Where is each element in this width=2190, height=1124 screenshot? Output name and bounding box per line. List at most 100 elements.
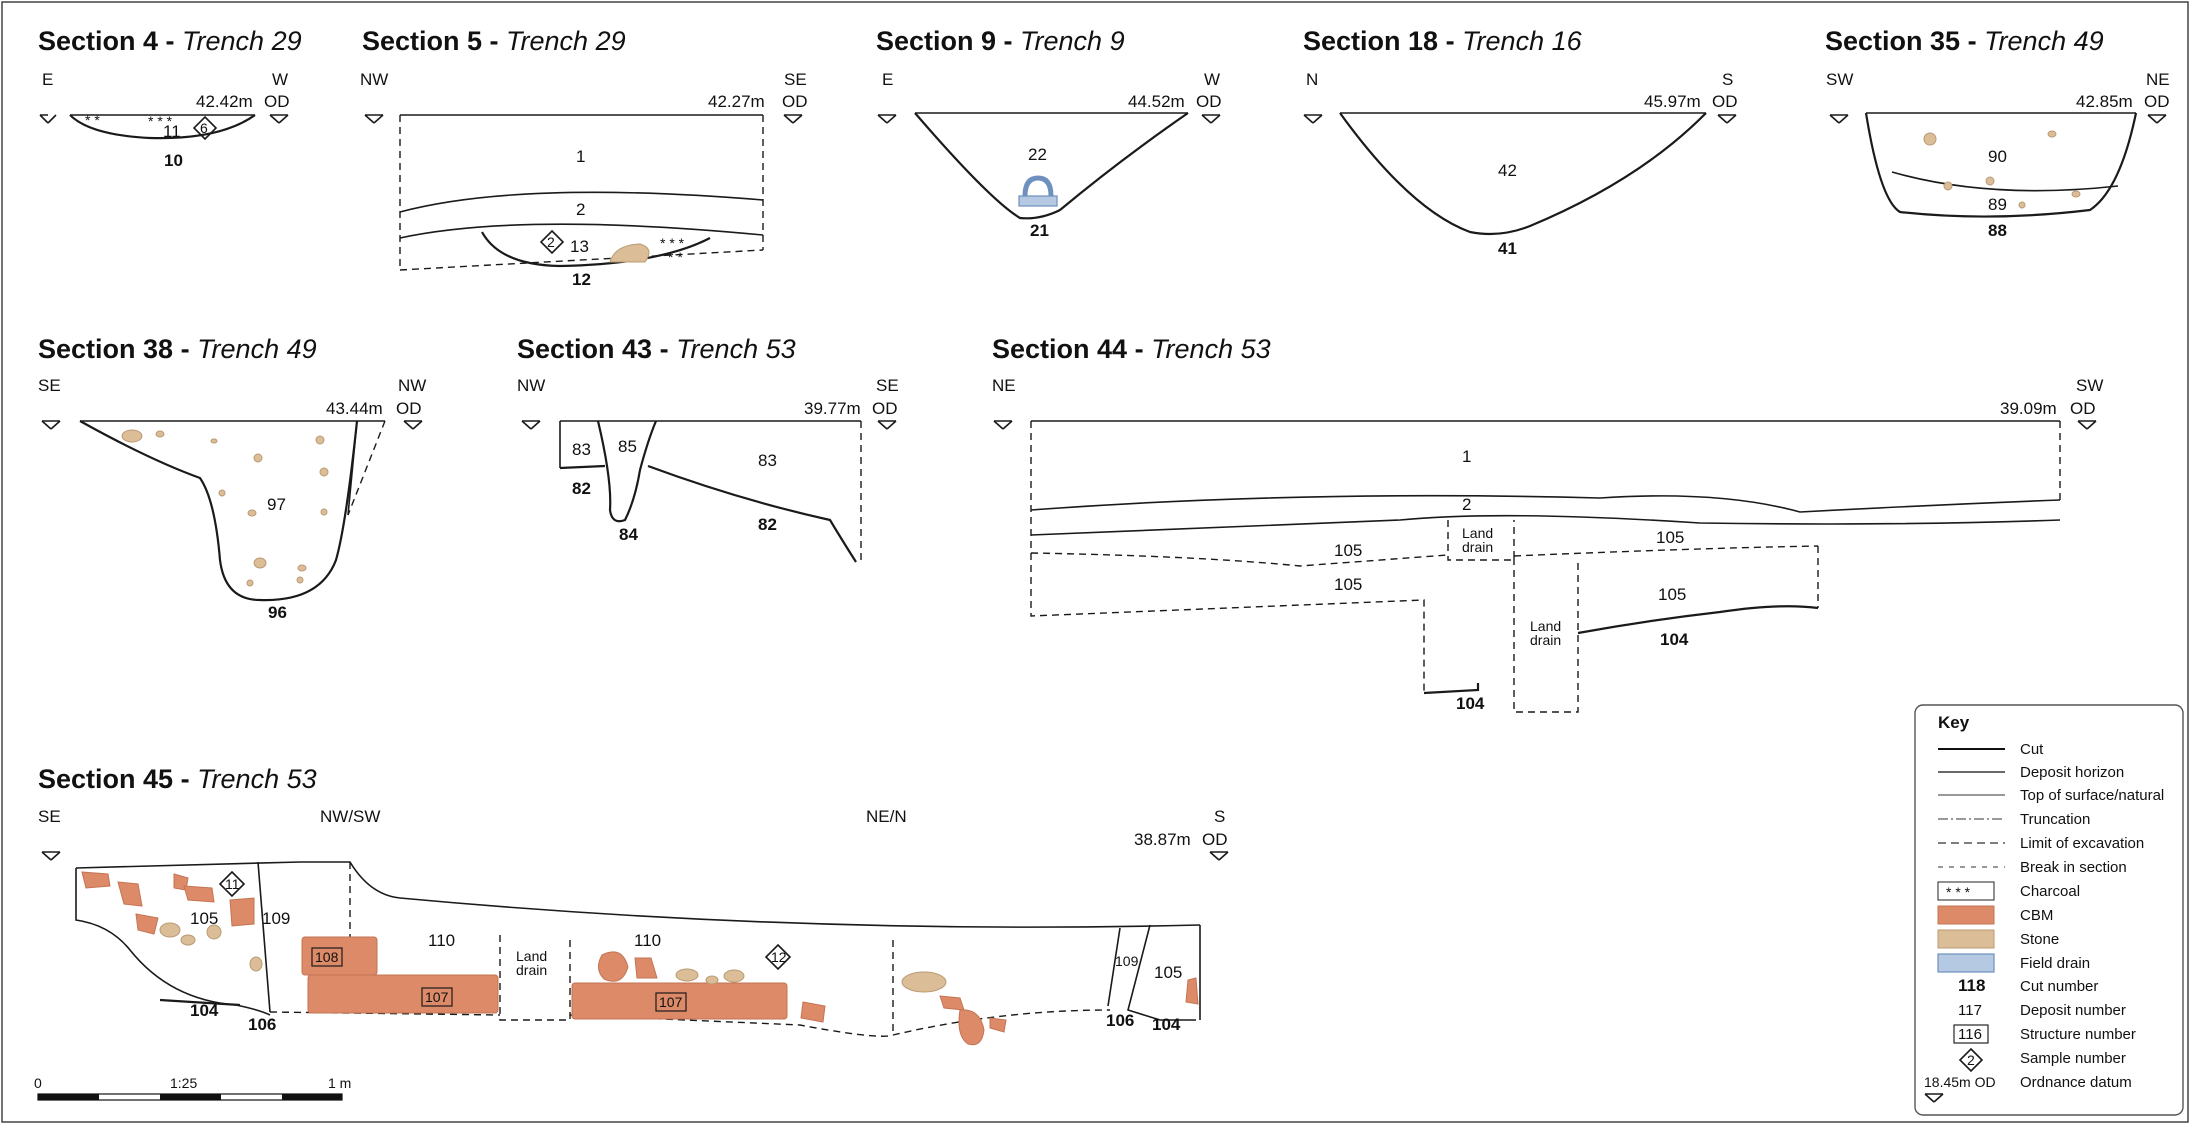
section-45-cut-106a-number: 106: [248, 1015, 276, 1034]
section-38-stone-10: [253, 557, 267, 569]
section-38-orientation-left: SE: [38, 376, 61, 395]
section-43: Section 43 - Trench 53 NW SE 39.77m OD 8…: [517, 334, 899, 563]
scale-start-label: 0: [34, 1075, 42, 1091]
section-18-title: Section 18 - Trench 16: [1303, 26, 1583, 56]
scale-bar: 0 1:25 1 m: [34, 1075, 351, 1101]
section-38-stone-12: [296, 576, 304, 584]
section-4-datum-marker-left: [39, 114, 57, 124]
section-18-cut-number: 41: [1498, 239, 1517, 258]
key-example-deposit-number: 117: [1958, 1002, 1982, 1019]
scale-bar-seg-1: [38, 1094, 99, 1100]
section-45-land-drain: [499, 935, 571, 1021]
section-45-cbm-5: [135, 913, 159, 935]
section-5-horizon-2-13: [399, 223, 764, 239]
section-45-cbm-107a: [307, 974, 499, 1014]
section-5: Section 5 - Trench 29 NW SE 42.27m OD * …: [360, 26, 808, 289]
section-45-sample-12: 12: [771, 949, 787, 965]
section-44-cut-104a-number: 104: [1456, 694, 1485, 713]
section-5-limit-of-excavation: [399, 115, 764, 270]
section-43-cut-84-number: 84: [619, 525, 638, 544]
section-45-cut-106b-number: 106: [1106, 1011, 1134, 1030]
section-18-deposit-number: 42: [1498, 161, 1517, 180]
section-35-orientation-left: SW: [1826, 70, 1853, 89]
section-44-deposit-105b: 105: [1656, 528, 1684, 547]
section-38-truncation: [347, 420, 386, 516]
key-label-cut-number: Cut number: [2020, 978, 2098, 995]
section-9-cut-number: 21: [1030, 221, 1049, 240]
section-45-stone-4: [249, 956, 263, 972]
key-sample-diamond: [1958, 1047, 1984, 1073]
section-45-structure-107a-box: [421, 987, 453, 1007]
section-44-limit-of-excavation: [1030, 421, 2061, 695]
section-5-deposit-2: 2: [576, 200, 585, 219]
key-label-truncation: Truncation: [2020, 811, 2090, 828]
section-44-od: OD: [2070, 399, 2096, 418]
section-38-cut-number: 96: [268, 603, 287, 622]
section-45-cbm-10: [939, 995, 965, 1011]
section-44-deposit-1: 1: [1462, 447, 1471, 466]
section-5-datum-marker-left: [364, 114, 384, 124]
section-45-cbm-1: [81, 871, 111, 889]
section-45-cut-106b: [1107, 927, 1121, 1007]
section-38-stone-9: [320, 508, 328, 516]
section-44-deposit-105d: 105: [1658, 585, 1686, 604]
section-5-horizon-1-2: [399, 191, 764, 213]
section-18-od: OD: [1712, 92, 1738, 111]
section-45-cbm-8: [634, 957, 658, 979]
section-45-cut-104b: [1127, 924, 1196, 1021]
section-45-deposit-109b: 109: [1115, 953, 1139, 969]
section-5-base-dash: [399, 249, 764, 271]
section-35-stone-2: [2047, 130, 2057, 138]
section-45-drain-label: drain: [516, 962, 547, 978]
section-5-sample-number: 2: [547, 234, 555, 250]
section-44-cut-104b-number: 104: [1660, 630, 1689, 649]
section-43-orientation-right: SE: [876, 376, 899, 395]
section-9-od: OD: [1196, 92, 1222, 111]
section-45-sample-11: 11: [225, 876, 240, 892]
key-label-top-surface: Top of surface/natural: [2020, 787, 2164, 804]
section-45-sample-11-diamond: [218, 870, 246, 898]
section-35-deposit-90: 90: [1988, 147, 2007, 166]
section-44-horizon-1-2: [1030, 494, 2061, 513]
section-45-stone-5: [675, 968, 699, 982]
section-5-orientation-left: NW: [360, 70, 388, 89]
section-44-land-drain-1: [1447, 520, 1515, 561]
section-9-datum-marker-right: [1201, 114, 1221, 124]
section-43-cut-82a: [559, 464, 606, 470]
section-5-cut-number: 12: [572, 270, 591, 289]
section-18: Section 18 - Trench 16 N S 45.97m OD 42 …: [1303, 26, 1738, 258]
section-38-datum-marker-left: [41, 420, 61, 430]
key-example-datum: 18.45m OD: [1924, 1074, 1996, 1090]
section-5-charcoal: * * *: [660, 235, 685, 251]
key-datum-marker: [1924, 1093, 1944, 1103]
section-44-land-label-1: Land: [1462, 525, 1493, 541]
section-44-break-in-section: [1030, 545, 1819, 567]
section-38-stone-2: [155, 430, 165, 438]
section-45-orientation-mid2: NE/N: [866, 807, 907, 826]
section-35-datum-marker-right: [2147, 114, 2167, 124]
scale-end-label: 1 m: [328, 1075, 351, 1091]
section-45-stone-8: [901, 971, 947, 993]
key-label-cut: Cut: [2020, 741, 2044, 758]
section-5-cut-line: [481, 231, 711, 268]
key-swatch-stone: [1937, 929, 1995, 949]
section-44-deposit-2: 2: [1462, 495, 1471, 514]
section-45-land-label: Land: [516, 948, 547, 964]
section-35-stone-3: [1985, 176, 1995, 186]
section-44-deposit-105a: 105: [1334, 541, 1362, 560]
section-38-stone-8: [247, 509, 257, 517]
section-44-cut-104a: [1423, 683, 1480, 695]
key-label-field-drain: Field drain: [2020, 955, 2090, 972]
section-45-deposit-105b: 105: [1154, 963, 1182, 982]
section-44-orientation-left: NE: [992, 376, 1016, 395]
section-45-stone-3: [180, 934, 196, 946]
section-44-land-drain-2: [1513, 558, 1579, 713]
section-45-structure-108-box: [311, 947, 343, 967]
section-9-field-drain: [1018, 195, 1058, 207]
section-43-datum: 39.77m: [804, 399, 861, 418]
section-45-cbm-9: [800, 1001, 826, 1023]
section-45-deposit-110a: 110: [428, 931, 455, 950]
section-38-od: OD: [396, 399, 422, 418]
section-43-orientation-left: NW: [517, 376, 545, 395]
